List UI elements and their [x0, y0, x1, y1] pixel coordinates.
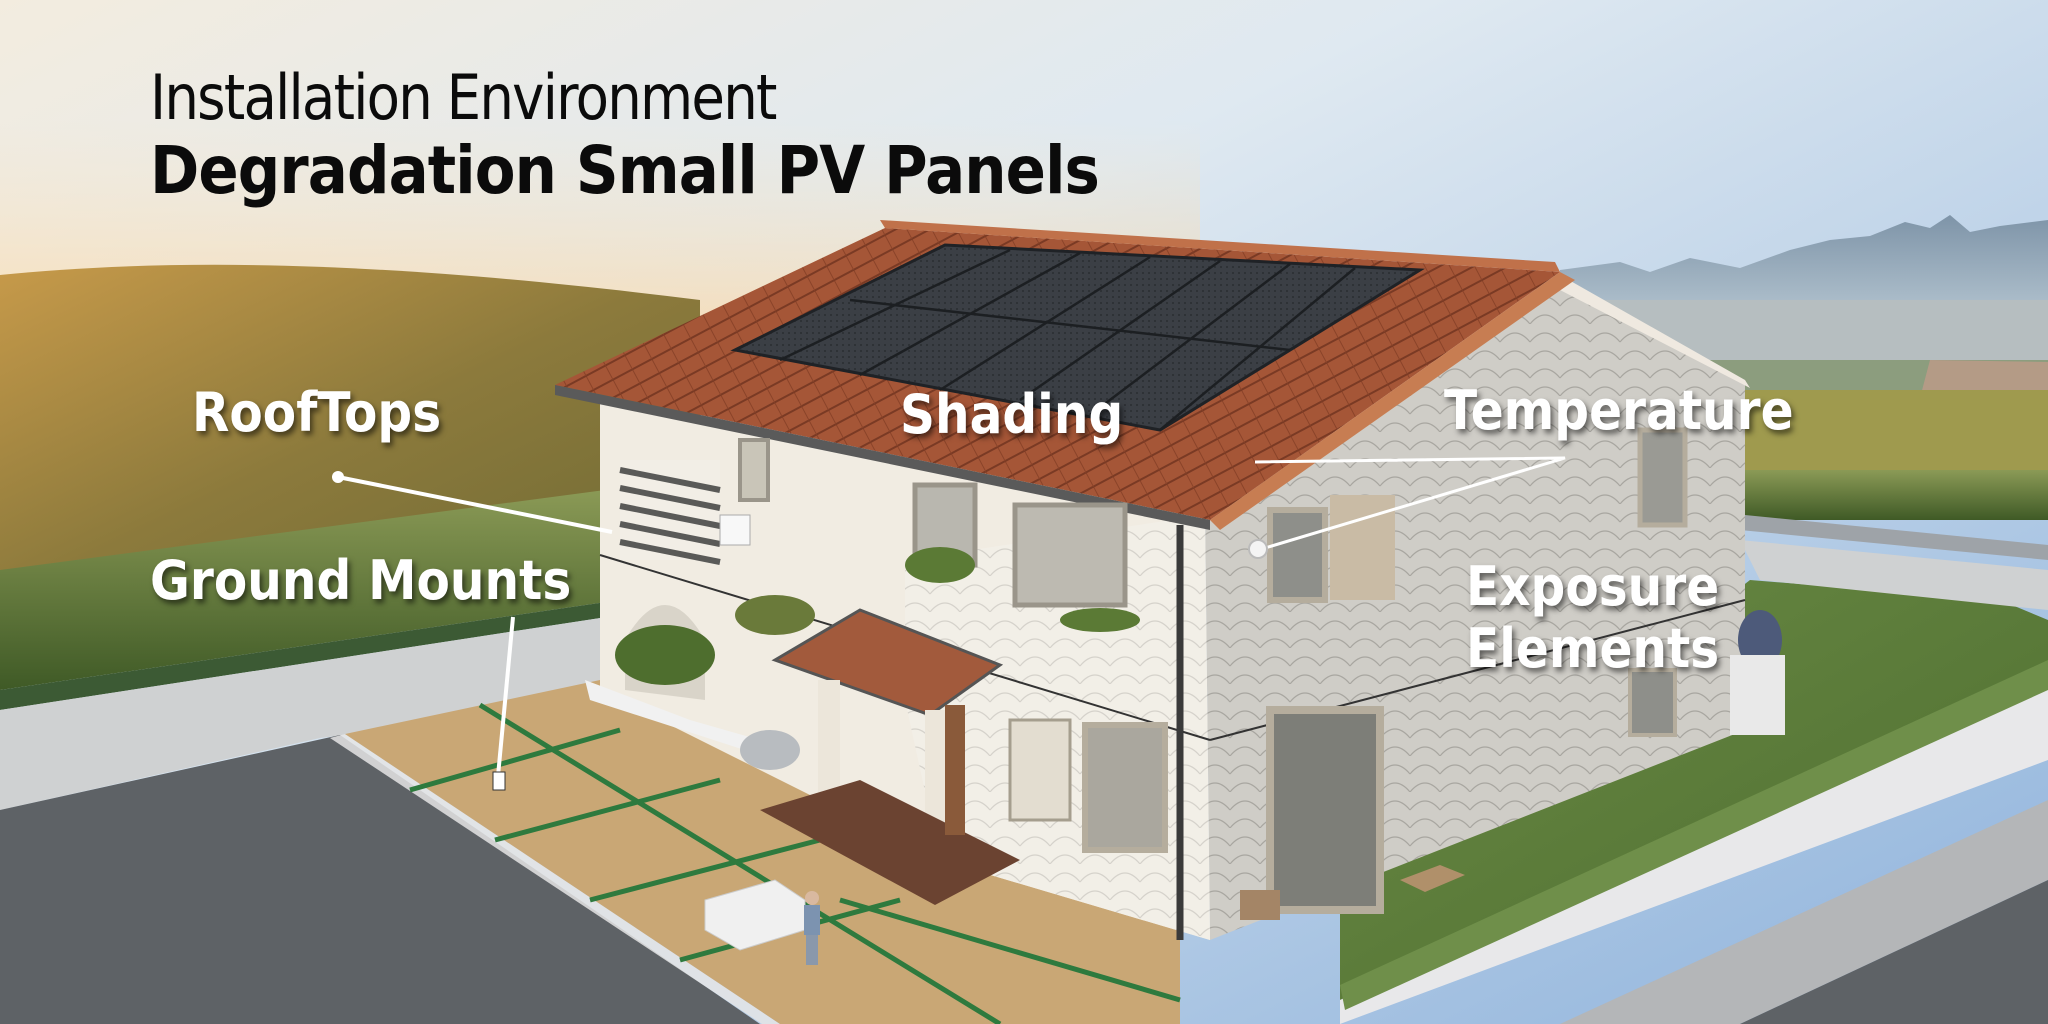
- ground-mounts-pointer-marker: [492, 771, 506, 791]
- right-lawn: [1340, 580, 2048, 1000]
- temperature-pointer-line: [1254, 456, 1566, 550]
- asphalt-road: [0, 735, 760, 1024]
- front-door: [945, 705, 965, 835]
- left-hedge: [0, 488, 620, 690]
- gravel-path: [0, 615, 620, 810]
- porch-column-left: [818, 680, 840, 810]
- rooftops-pointer-dot: [332, 471, 344, 483]
- rooftops-pointer-line: [337, 475, 613, 534]
- porch-roof: [771, 608, 1004, 717]
- window-gable-right: [1637, 427, 1688, 528]
- label-rooftops: RoofTops: [192, 381, 442, 444]
- title-line-1: Installation Environment: [150, 61, 777, 134]
- window-lower-right: [1628, 668, 1677, 737]
- label-temperature: Temperature: [1444, 379, 1794, 442]
- annotation-lines: [337, 456, 1566, 777]
- infographic-title: Installation Environment Degradation Sma…: [150, 62, 1204, 208]
- door-lower-gable: [1266, 706, 1384, 914]
- balcony: [619, 460, 721, 565]
- solar-panel-array: [730, 243, 1425, 432]
- pet-house: [1240, 890, 1280, 920]
- window-lower: [1082, 722, 1168, 853]
- window-upper-small: [738, 438, 770, 502]
- temperature-sensor-icon: [1248, 539, 1268, 559]
- label-exposure-line-2: Elements: [1466, 617, 1720, 680]
- window-gable: [1267, 507, 1328, 603]
- ground-mounts-pointer-line: [496, 616, 515, 777]
- bench: [1400, 865, 1465, 892]
- person-figure: [804, 891, 820, 965]
- title-line-2: Degradation Small PV Panels: [150, 132, 1100, 209]
- label-ground-mounts: Ground Mounts: [150, 549, 572, 612]
- gutter: [555, 385, 1210, 530]
- planter-left: [585, 680, 760, 755]
- right-hedge: [1340, 660, 2048, 1010]
- wall-box: [719, 514, 751, 546]
- porch-step: [760, 780, 1020, 905]
- label-exposure-elements: Exposure Elements: [1466, 556, 1719, 680]
- label-shading: Shading: [900, 383, 1124, 446]
- planter-right: [1730, 655, 1785, 735]
- shutter-lower: [1008, 718, 1072, 822]
- window-upper-2: [1012, 502, 1128, 608]
- plant-left: [615, 625, 715, 685]
- label-exposure-line-1: Exposure: [1466, 555, 1720, 618]
